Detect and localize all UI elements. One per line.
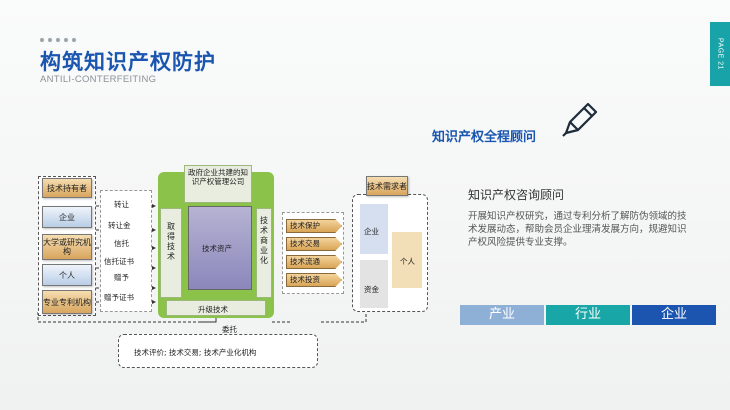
tag-sector: 行业: [546, 305, 630, 325]
demand-individual: 个人: [400, 257, 415, 266]
holder-individual: 个人: [42, 264, 92, 286]
demand-enterprise-box: [360, 204, 388, 254]
bottom-agency-label: 技术评价; 技术交易; 技术产业化机构: [134, 348, 257, 357]
gov-label-box: [184, 165, 252, 203]
title-dots: [40, 38, 76, 42]
service-circulation: 技术流通: [286, 255, 342, 269]
acquire-tech-label: 取得技术: [167, 222, 175, 261]
demand-individual-box: [392, 232, 422, 288]
tag-enterprise: 企业: [632, 305, 716, 325]
holder-enterprise: 企业: [42, 206, 92, 228]
gov-company-label: 政府企业共建的知识产权管理公司: [188, 168, 248, 186]
page-subtitle: ANTILI-CONTERFEITING: [40, 74, 157, 85]
service-description: 开展知识产权研究，通过专利分析了解防伪领域的技术发展动态，帮助会员企业理清发展方…: [468, 211, 687, 248]
tag-industry: 产业: [460, 305, 544, 325]
tech-asset-box: [188, 206, 252, 290]
upgrade-tech-label: 升级技术: [198, 305, 228, 314]
demand-header: 技术需求者: [366, 176, 408, 196]
commercialization-label: 技术商业化: [260, 216, 268, 265]
demand-enterprise: 企业: [364, 227, 379, 236]
service-protection: 技术保护: [286, 219, 342, 233]
channel-trust: 信托: [114, 239, 129, 248]
holder-patent-agency: 专业专利机构: [42, 290, 92, 314]
demand-capital: 资金: [364, 285, 379, 294]
tech-asset-label: 技术资产: [202, 244, 232, 253]
page-title: 构筑知识产权防护: [40, 50, 216, 74]
channel-transfer: 转让: [114, 200, 129, 209]
service-title: 知识产权咨询顾问: [468, 188, 565, 202]
pen-icon: [562, 102, 598, 137]
consult-title: 知识产权全程顾问: [432, 130, 537, 145]
channel-column: [100, 190, 152, 312]
service-investment: 技术投资: [286, 273, 342, 287]
holder-university: 大学或研究机构: [42, 234, 92, 260]
holder-header: 技术持有者: [42, 178, 92, 198]
page-number-tab: PAGE 21: [710, 22, 730, 86]
channel-gift-cert: 赠予证书: [104, 293, 134, 302]
service-trading: 技术交易: [286, 237, 342, 251]
commercial-panel: [256, 208, 272, 298]
bottom-agency-box: [118, 334, 318, 368]
channel-gift: 赠予: [114, 273, 129, 282]
upgrade-panel: [166, 300, 266, 316]
channel-trust-cert: 信托证书: [104, 257, 134, 266]
delegate-label: 委托: [222, 325, 237, 334]
acquire-panel: [160, 208, 182, 298]
demand-capital-box: [360, 260, 388, 308]
channel-transfer-fee: 转让金: [108, 221, 131, 230]
